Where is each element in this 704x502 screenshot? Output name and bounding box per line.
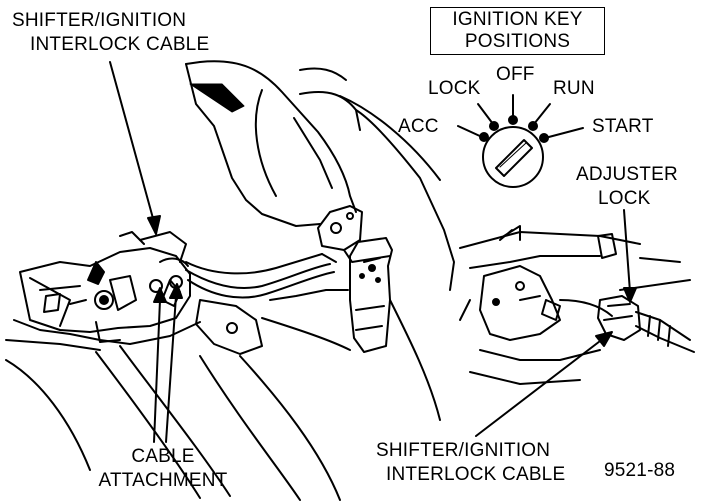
bottom-cable-label-line2: INTERLOCK CABLE [386,464,566,485]
adjuster-lock-detail [459,225,695,385]
shift-mechanism [5,231,201,351]
figure-number: 9521-88 [604,460,676,481]
cable-attachment-label-line1: CABLE [131,446,195,467]
key-position-acc: ACC [398,116,439,137]
top-cable-label-line1: SHIFTER/IGNITION [12,10,187,31]
key-position-run: RUN [553,78,595,99]
floor-structure [5,289,441,501]
key-position-lock: LOCK [428,78,481,99]
cable-attachment-label-line2: ATTACHMENT [98,470,228,491]
interlock-cable-upper [185,253,337,299]
top-cable-label-line2: INTERLOCK CABLE [30,34,210,55]
bottom-cable-label-line1: SHIFTER/IGNITION [376,440,551,461]
key-position-off: OFF [496,64,535,85]
ignition-key-title-box [430,7,605,55]
steering-column-shroud [185,60,455,291]
ignition-key-title-line2: POSITIONS [464,31,571,52]
leader-lines [109,61,637,443]
adjuster-lock-label-line2: LOCK [598,188,651,209]
ignition-key-cylinder [457,94,584,188]
key-position-start: START [592,116,654,137]
ignition-key-title-line1: IGNITION KEY [452,9,583,30]
column-bracket [317,205,393,353]
adjuster-lock-label-line1: ADJUSTER [576,164,678,185]
